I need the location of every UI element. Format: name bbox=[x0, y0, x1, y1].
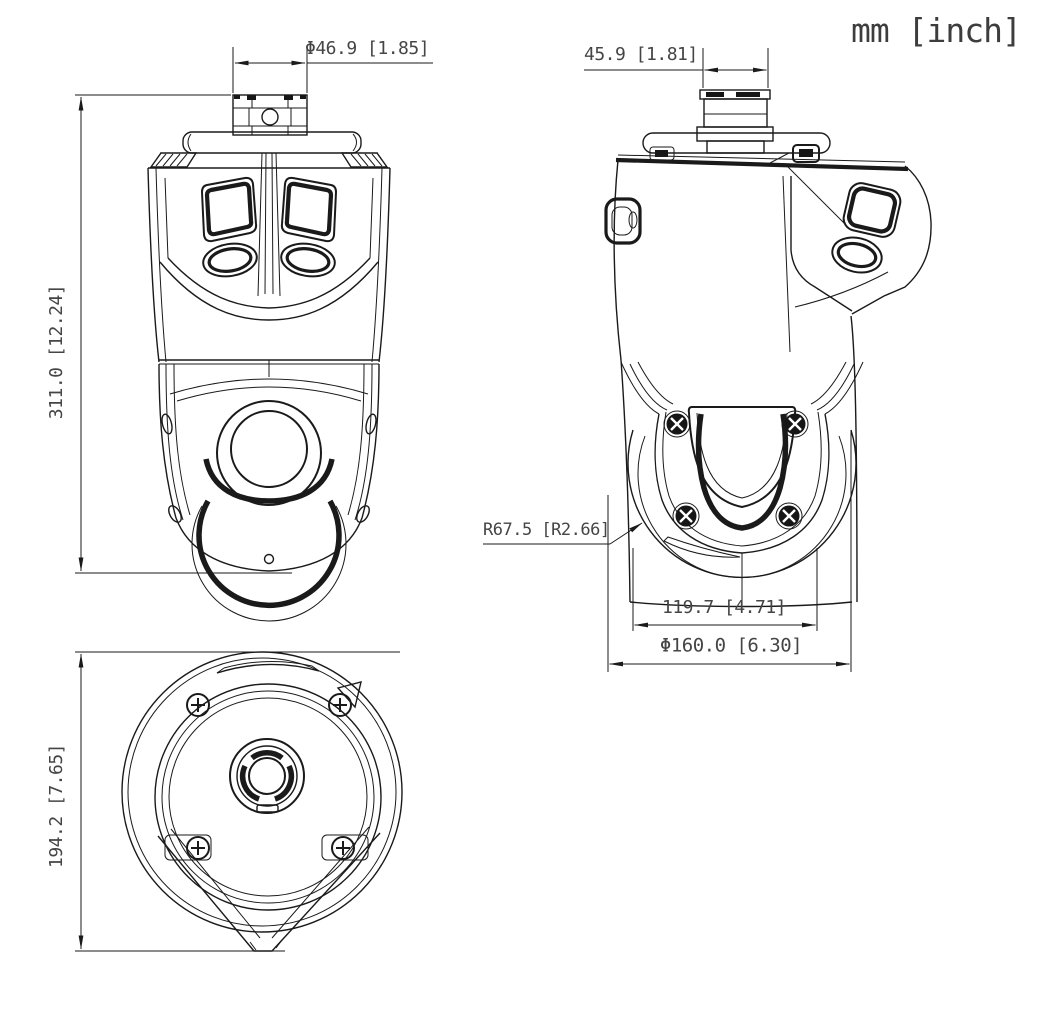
units-label: mm [inch] bbox=[851, 11, 1022, 50]
front-view-dimensions bbox=[75, 47, 433, 574]
front-mount-bracket bbox=[232, 94, 308, 136]
base-screw bbox=[331, 836, 355, 860]
side-view-dimensions bbox=[483, 48, 852, 672]
side-ir-window bbox=[831, 236, 883, 274]
side-view-drawing bbox=[604, 89, 932, 608]
front-left-ir-window bbox=[202, 242, 258, 278]
side-lens-pod bbox=[785, 164, 932, 315]
bottom-view-drawing bbox=[121, 651, 403, 952]
dim-label-front-height: 311.0 [12.24] bbox=[46, 284, 67, 420]
dome-screw bbox=[781, 410, 809, 438]
bottom-mount-hub bbox=[229, 738, 305, 814]
front-dome-bezel bbox=[216, 400, 322, 506]
dome-screw bbox=[663, 410, 691, 438]
front-right-lens-window bbox=[280, 176, 338, 243]
dim-label-side-top-width: 45.9 [1.81] bbox=[584, 44, 698, 65]
dim-label-front-top-diameter: Φ46.9 [1.85] bbox=[305, 38, 430, 59]
bottom-view-dimensions bbox=[75, 651, 400, 952]
side-ptz-dome bbox=[620, 361, 864, 604]
dim-label-side-inner-width: 119.7 [4.71] bbox=[661, 597, 787, 618]
base-screw bbox=[328, 693, 352, 717]
base-screw bbox=[186, 693, 210, 717]
front-ptz-dome bbox=[158, 360, 380, 622]
dome-screw bbox=[775, 502, 803, 530]
side-connector-knob bbox=[604, 197, 642, 245]
side-lens-window bbox=[842, 182, 902, 238]
dim-label-bottom-depth: 194.2 [7.65] bbox=[46, 743, 67, 869]
front-dome-lens bbox=[230, 410, 308, 488]
front-right-ir-window bbox=[280, 242, 336, 278]
front-left-lens-window bbox=[200, 176, 258, 243]
mount-hole bbox=[261, 108, 279, 126]
base-screw bbox=[186, 836, 210, 860]
dim-label-side-dome-radius: R67.5 [R2.66] bbox=[483, 520, 610, 540]
front-view-drawing bbox=[147, 94, 391, 622]
side-mount-bracket bbox=[696, 89, 774, 154]
dim-label-side-base-diameter: Φ160.0 [6.30] bbox=[659, 634, 803, 657]
side-top-cap bbox=[642, 132, 831, 154]
dome-screw bbox=[672, 502, 700, 530]
